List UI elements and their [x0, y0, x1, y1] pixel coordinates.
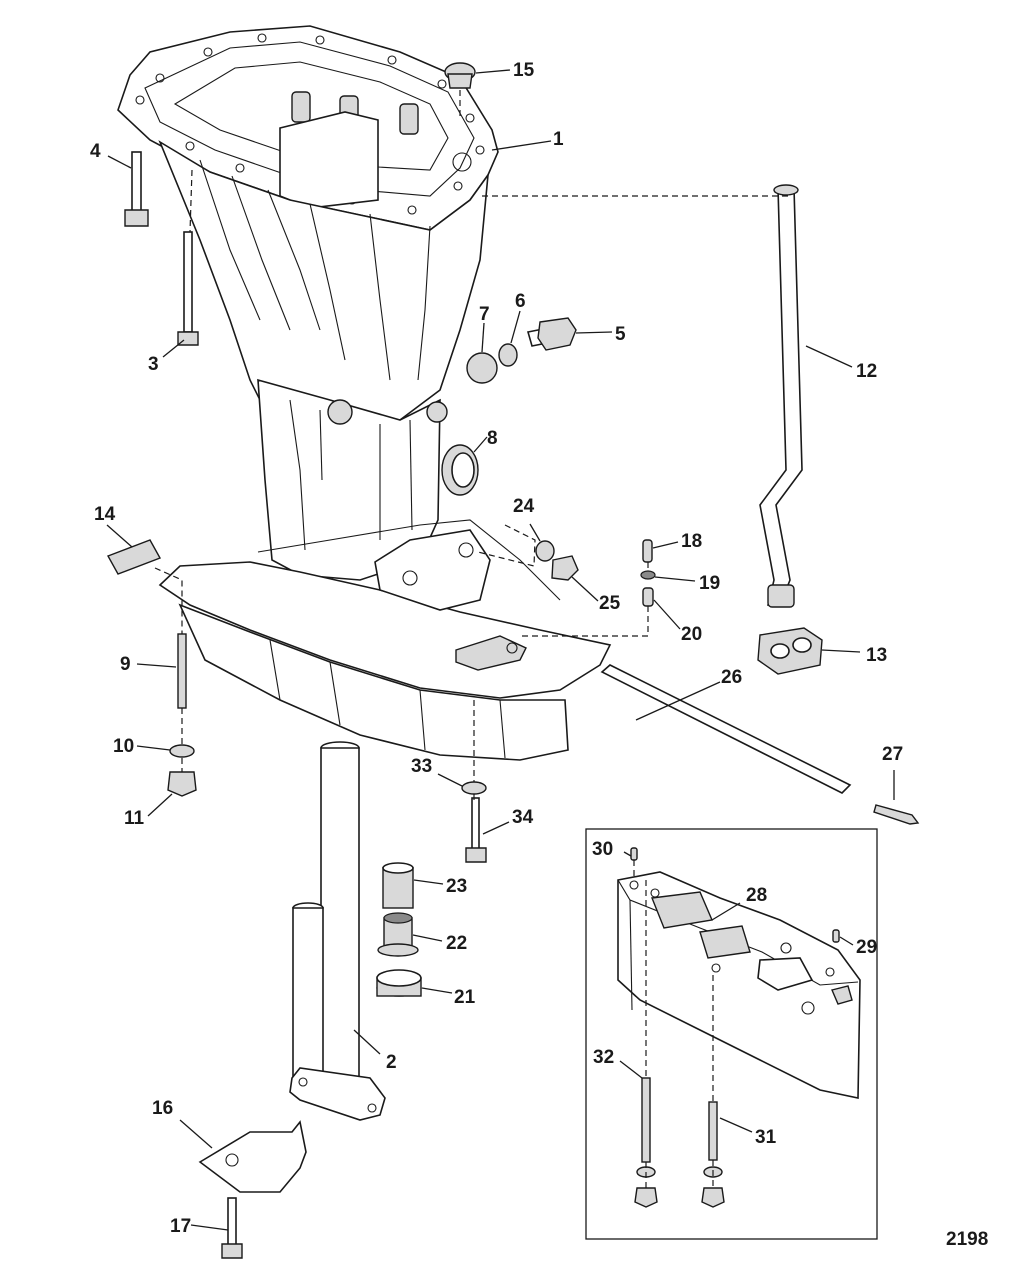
- bushing-21: [376, 969, 422, 997]
- stud-9: [177, 633, 187, 709]
- callout-34: 34: [512, 807, 534, 828]
- callout-13: 13: [866, 645, 887, 666]
- callout-4: 4: [90, 141, 101, 162]
- callout-31: 31: [755, 1127, 777, 1148]
- sleeve-23: [382, 862, 414, 909]
- drain-plug-5: [526, 317, 577, 351]
- callout-12: 12: [856, 361, 877, 382]
- bolt-4: [124, 151, 149, 227]
- callout-30: 30: [592, 839, 613, 860]
- stud-32: [634, 1077, 658, 1208]
- callout-33: 33: [411, 756, 432, 777]
- callout-19: 19: [699, 573, 720, 594]
- callout-5: 5: [615, 324, 626, 345]
- water-tube-12: [759, 187, 803, 606]
- callout-14: 14: [94, 504, 116, 525]
- figure-number: 2198: [946, 1229, 988, 1250]
- callout-2: 2: [386, 1052, 397, 1073]
- callout-17: 17: [170, 1216, 191, 1237]
- callout-1: 1: [553, 129, 564, 150]
- callout-24: 24: [513, 496, 535, 517]
- callout-25: 25: [599, 593, 621, 614]
- callout-18: 18: [681, 531, 702, 552]
- pin-29: [832, 929, 840, 943]
- callout-10: 10: [113, 736, 134, 757]
- callout-23: 23: [446, 876, 467, 897]
- callout-9: 9: [120, 654, 131, 675]
- callout-28: 28: [746, 885, 767, 906]
- rod-26: [600, 664, 852, 794]
- pin-27: [873, 804, 920, 825]
- seal-8: [441, 444, 479, 496]
- washer-10: [169, 744, 195, 758]
- callout-27: 27: [882, 744, 903, 765]
- driveshaft-housing: [117, 25, 612, 761]
- callout-3: 3: [148, 354, 159, 375]
- nut-11: [167, 771, 197, 797]
- nut-25: [551, 555, 579, 581]
- bolt-34: [465, 797, 487, 863]
- washer-33: [461, 781, 487, 795]
- callout-8: 8: [487, 428, 498, 449]
- grommet-15: [444, 62, 476, 89]
- pin-18: [642, 539, 653, 563]
- bushing-22: [377, 912, 419, 957]
- decal-14: [106, 539, 162, 575]
- inset-frame: [585, 828, 878, 1240]
- callout-15: 15: [513, 60, 535, 81]
- leader-lines: [106, 69, 895, 1231]
- callout-26: 26: [721, 667, 742, 688]
- pin-30: [630, 847, 638, 861]
- washer-6: [498, 343, 518, 367]
- bolt-3: [177, 231, 199, 346]
- callout-32: 32: [593, 1047, 614, 1068]
- callout-numbers: 1 2 3 4 5 6 7 8 9 10 11 12 13 14 15 16 1…: [90, 60, 903, 1237]
- exhaust-tube-assembly: [289, 741, 386, 1121]
- grommet-7: [466, 352, 498, 384]
- bolt-17: [221, 1197, 243, 1259]
- clip-19: [640, 570, 656, 580]
- callout-21: 21: [454, 987, 476, 1008]
- callout-20: 20: [681, 624, 702, 645]
- callout-6: 6: [515, 291, 526, 312]
- spacer-plate-28: [617, 871, 861, 1099]
- callout-29: 29: [856, 937, 877, 958]
- seal-13: [757, 627, 823, 675]
- fitting-20: [642, 587, 654, 607]
- callout-11: 11: [124, 808, 145, 829]
- washer-24: [535, 540, 555, 562]
- alignment-lines: [154, 90, 788, 1188]
- callout-16: 16: [152, 1098, 173, 1119]
- callout-7: 7: [479, 304, 490, 325]
- stud-31: [701, 1101, 725, 1208]
- plate-16: [198, 1120, 307, 1193]
- callout-22: 22: [446, 933, 467, 954]
